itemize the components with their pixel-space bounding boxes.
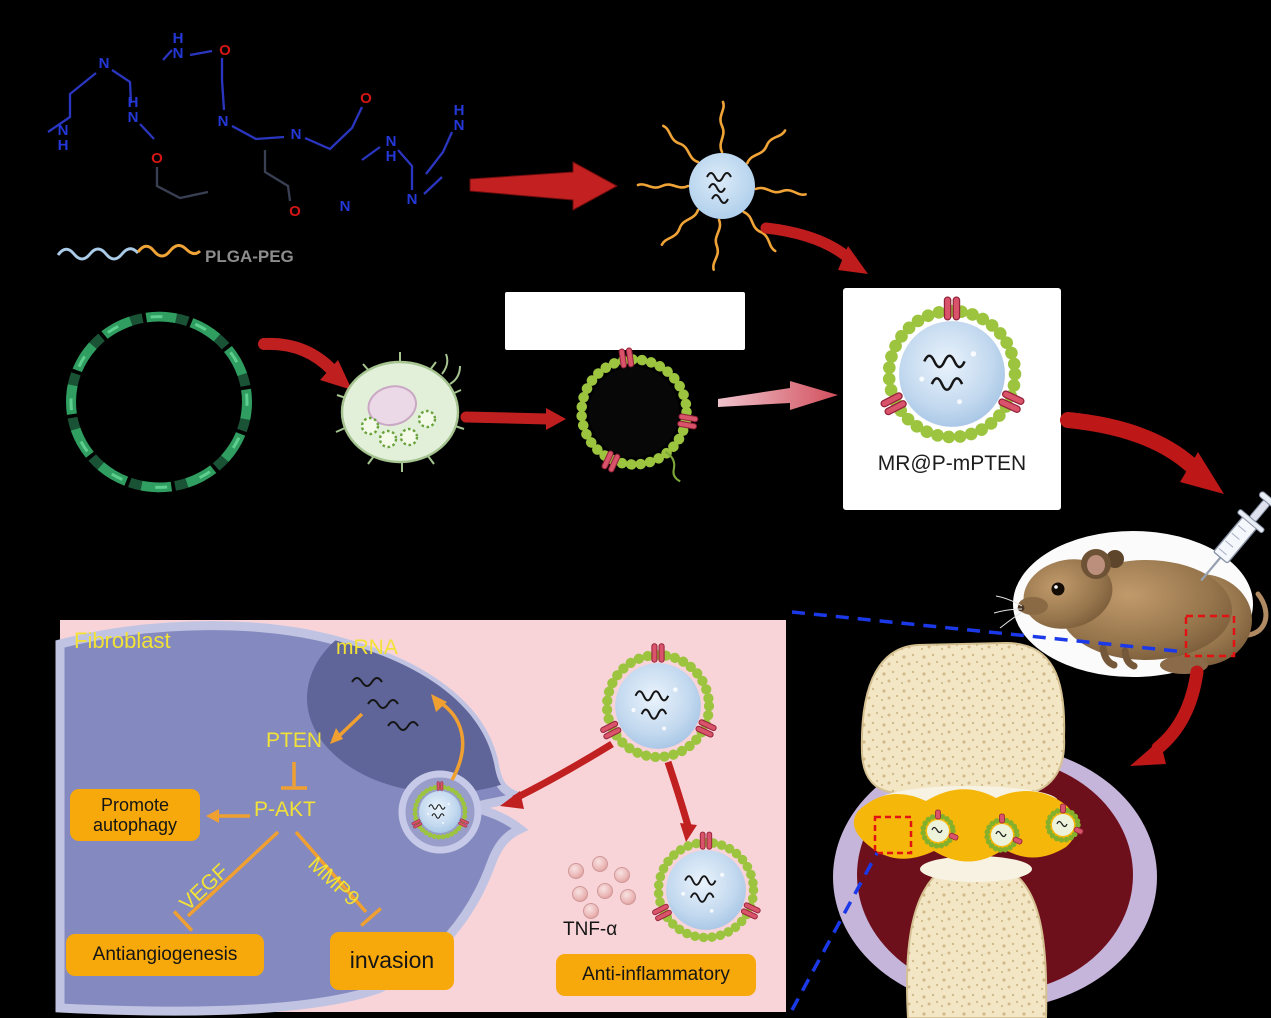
atom-label: H bbox=[454, 102, 465, 119]
blank-caption-box bbox=[505, 292, 745, 350]
atom-label: O bbox=[360, 90, 372, 107]
promote-autophagy-box: Promote autophagy bbox=[70, 789, 200, 841]
pink-gradient-arrow bbox=[718, 381, 838, 410]
atom-label: O bbox=[219, 42, 231, 59]
atom-label: N bbox=[58, 122, 69, 139]
mouse-illustration bbox=[993, 531, 1269, 677]
red-curved-arrow bbox=[1130, 665, 1204, 766]
atom-label: N bbox=[340, 198, 351, 215]
atom-label: N bbox=[218, 113, 229, 130]
whiskers bbox=[993, 595, 1023, 629]
plga-block-wave bbox=[56, 247, 140, 261]
invasion-box: invasion bbox=[330, 932, 454, 990]
atom-label: O bbox=[289, 203, 301, 220]
membrane-donor-cell bbox=[335, 352, 465, 472]
injection-site-marker bbox=[1184, 614, 1236, 658]
pannus bbox=[853, 789, 1077, 862]
nanoparticle-name-label: MR@P-mPTEN bbox=[877, 452, 1027, 475]
mrna-micelle bbox=[636, 100, 807, 271]
antiangiogenesis-label: Antiangiogenesis bbox=[92, 944, 238, 966]
atom-label: H bbox=[173, 30, 184, 47]
pten-label: PTEN bbox=[266, 729, 323, 752]
panel-title: Fibroblast bbox=[74, 628, 171, 653]
syringe-icon bbox=[1200, 491, 1271, 582]
polymer-label: PLGA-PEG bbox=[205, 247, 294, 266]
mrna-label: mRNA bbox=[336, 636, 398, 659]
inflamed-joint-illustration bbox=[833, 641, 1157, 1018]
red-arrow bbox=[460, 408, 566, 430]
atom-label: H bbox=[386, 148, 397, 165]
atom-label: N bbox=[128, 109, 139, 126]
zoom-guide-line bbox=[791, 610, 1187, 654]
invasion-label: invasion bbox=[349, 947, 435, 974]
joint-zoom-marker bbox=[873, 815, 913, 855]
anti-inflammatory-label: Anti-inflammatory bbox=[582, 964, 730, 986]
plga-peg-chemical-structure: H N O N H N N H O N N O N H H N O N N bbox=[47, 30, 465, 261]
red-arrows bbox=[500, 741, 697, 842]
red-curved-arrow bbox=[258, 337, 352, 390]
anti-inflammatory-box: Anti-inflammatory bbox=[556, 954, 756, 996]
atom-label: N bbox=[407, 191, 418, 208]
antiangiogenesis-box: Antiangiogenesis bbox=[66, 934, 264, 976]
inhibition-bar bbox=[360, 907, 382, 927]
arrowhead bbox=[206, 809, 219, 823]
mrna-squiggles bbox=[351, 677, 419, 731]
plasmid-dna bbox=[66, 311, 252, 493]
red-curved-arrow bbox=[760, 222, 868, 274]
tnf-alpha-spheres bbox=[568, 856, 636, 919]
atom-label: N bbox=[291, 126, 302, 143]
zoom-guide-line bbox=[790, 852, 879, 1011]
atom-label: N bbox=[386, 133, 397, 150]
red-curved-arrow bbox=[1060, 412, 1224, 494]
signal-arrows bbox=[186, 699, 465, 918]
atom-label: N bbox=[173, 45, 184, 62]
assembly-arrow bbox=[469, 161, 619, 211]
arrowhead bbox=[330, 728, 343, 744]
tnf-label: TNF-α bbox=[563, 919, 618, 940]
inhibition-bar bbox=[172, 910, 194, 932]
atom-label: N bbox=[99, 55, 110, 72]
cell-membrane-vesicle bbox=[582, 348, 699, 482]
atom-label: O bbox=[151, 150, 163, 167]
arrowhead bbox=[431, 694, 447, 712]
peg-block-wave bbox=[136, 244, 202, 258]
atom-label: H bbox=[128, 94, 139, 111]
atom-label: H bbox=[58, 137, 69, 154]
promote-autophagy-label: Promote autophagy bbox=[92, 794, 178, 835]
pakt-label: P-AKT bbox=[254, 798, 316, 821]
atom-label: N bbox=[454, 117, 465, 134]
